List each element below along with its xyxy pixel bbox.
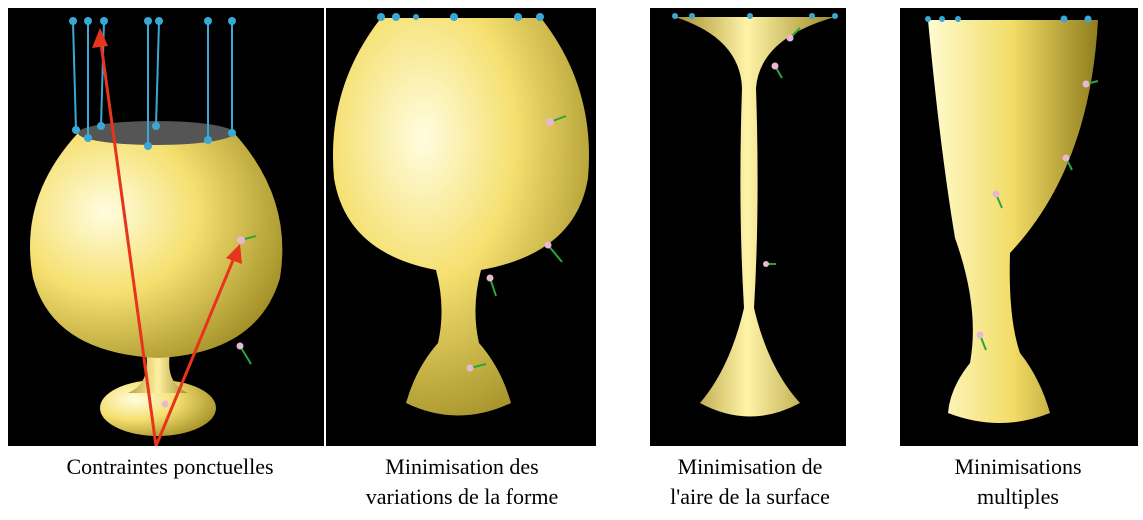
panel-multiple-minimizations (900, 8, 1138, 446)
caption-point-constraints-text: Contraintes ponctuelles (66, 454, 274, 479)
panel-point-constraints (8, 8, 324, 446)
glass-shape-variation-image (332, 13, 590, 416)
glass-multiple-minimizations-image (925, 15, 1099, 423)
glass-point-constraints-image (30, 17, 283, 446)
caption-shape-variation-line2: variations de la forme (365, 484, 559, 509)
caption-surface-area: Minimisation de l'aire de la surface (630, 452, 870, 512)
glass-surface-area-image (672, 13, 838, 417)
panel-surface-area (650, 8, 846, 446)
caption-point-constraints: Contraintes ponctuelles (20, 452, 320, 482)
caption-multiple-minimizations-line2: multiples (977, 484, 1059, 509)
caption-multiple-minimizations-line1: Minimisations (954, 454, 1082, 479)
panel-shape-variation (326, 8, 596, 446)
caption-shape-variation: Minimisation des variations de la forme (332, 452, 592, 512)
caption-shape-variation-line1: Minimisation des (385, 454, 539, 479)
caption-surface-area-line2: l'aire de la surface (670, 484, 830, 509)
caption-surface-area-line1: Minimisation de (677, 454, 823, 479)
caption-multiple-minimizations: Minimisations multiples (900, 452, 1136, 512)
